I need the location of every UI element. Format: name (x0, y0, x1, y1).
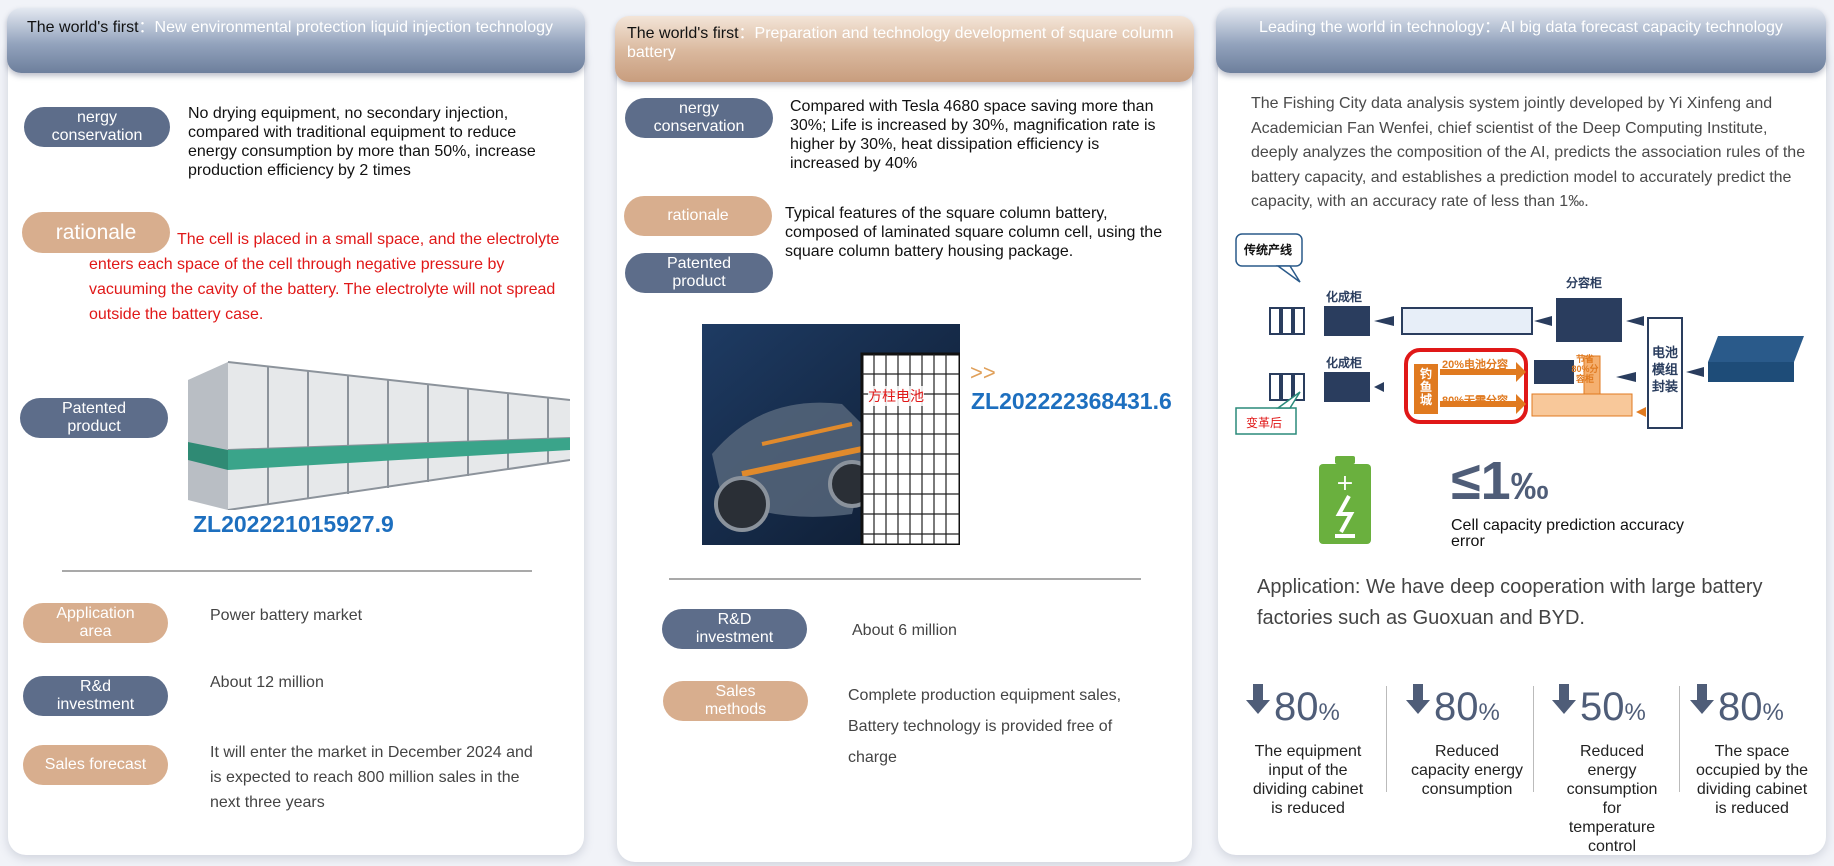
image-caption: 方柱电池 (868, 386, 924, 406)
stat-value: 80% (1690, 684, 1784, 730)
rd-text: About 6 million (852, 622, 957, 639)
stat-label: Reduced energy consumption for temperatu… (1566, 743, 1658, 855)
stat-number: 80 (1434, 685, 1479, 729)
patent-number: ZL202222368431.6 (971, 388, 1172, 414)
sales-methods-text: Complete production equipment sales, Bat… (848, 687, 1122, 766)
sales-forecast-pill: Sales forecast (23, 745, 168, 785)
divider (62, 570, 532, 572)
panel-ai-capacity-forecast (1218, 40, 1826, 855)
stat-divider (1679, 686, 1680, 792)
energy-text: Compared with Tesla 4680 space saving mo… (790, 98, 1156, 172)
application-text: Power battery market (210, 607, 363, 624)
stat-value: 80% (1246, 684, 1340, 730)
label-80pct: 80%无需分容 (1442, 395, 1509, 407)
stat-divider (1533, 686, 1534, 792)
application-pill: Application area (23, 603, 168, 643)
stat-unit: % (1478, 699, 1500, 726)
accuracy-label: Cell capacity prediction accuracy error (1451, 517, 1684, 550)
panel1-header: The world's first：New environmental prot… (7, 8, 585, 73)
stat-unit: % (1624, 699, 1646, 726)
panel2-header-lead: The world's first (627, 25, 739, 42)
panel2-header: The world's first：Preparation and techno… (615, 16, 1194, 82)
rd-text: About 12 million (210, 674, 324, 691)
stat-2: 80% Reduced capacity energy consumption (1400, 684, 1534, 844)
intro-text: The Fishing City data analysis system jo… (1251, 95, 1806, 210)
down-arrow-icon (1246, 684, 1270, 719)
energy-pill: nergy conservation (24, 107, 170, 147)
patented-pill: Patented product (20, 398, 168, 438)
panel3-header: Leading the world in technology：AI big d… (1216, 8, 1826, 73)
stat-label: The space occupied by the dividing cabin… (1695, 743, 1809, 817)
down-arrow-icon (1552, 684, 1576, 719)
square-column-battery-car-image: 方柱电池 (702, 324, 960, 545)
label-saving: 节省80%分容柜 (1571, 354, 1599, 384)
patent-number: ZL202221015927.9 (193, 511, 394, 537)
label-after-change: 变革后 (1246, 416, 1283, 430)
stat-divider (1386, 686, 1387, 792)
process-diagram: 传统产线 化成柜 分容柜 化成柜 钓鱼城 20%电池分容 80%无需分容 节省8… (1234, 232, 1804, 444)
stat-value: 50% (1552, 684, 1646, 730)
application-text: Application: We have deep cooperation wi… (1257, 576, 1763, 629)
rationale-text: Typical features of the square column ba… (785, 205, 1163, 260)
label-formation-cabinet-2: 化成柜 (1326, 356, 1363, 370)
accuracy-number: ≤1 (1451, 451, 1511, 511)
stat-unit: % (1318, 699, 1340, 726)
stat-unit: % (1762, 699, 1784, 726)
stat-4: 80% The space occupied by the dividing c… (1690, 684, 1824, 844)
panel2-header-title: ：Preparation and technology development … (627, 25, 1174, 61)
panel1-header-lead: The world's first (27, 19, 139, 36)
energy-text: No drying equipment, no secondary inject… (188, 105, 536, 179)
accuracy-unit: ‰ (1510, 466, 1549, 508)
battery-charging-icon: + (1319, 456, 1371, 544)
panel1-header-title: ：New environmental protection liquid inj… (138, 19, 553, 36)
stat-label: The equipment input of the dividing cabi… (1252, 743, 1364, 817)
rationale-pill: rationale (22, 212, 170, 253)
arrow-mark: >> (970, 360, 996, 385)
sales-forecast-text: It will enter the market in December 202… (210, 744, 533, 811)
divider (669, 578, 1141, 580)
accuracy-value: ≤1‰ (1451, 450, 1549, 512)
label-formation-cabinet: 化成柜 (1326, 290, 1363, 304)
patented-pill: Patented product (625, 253, 773, 293)
label-module-packaging: 电池模组封装 (1651, 345, 1678, 394)
svg-text:+: + (1336, 471, 1354, 496)
sales-methods-pill: Sales methods (663, 681, 808, 721)
stat-1: 80% The equipment input of the dividing … (1242, 684, 1376, 844)
label-fishing-city: 钓鱼城 (1419, 367, 1432, 407)
rationale-pill: rationale (624, 196, 772, 236)
stat-number: 80 (1718, 685, 1763, 729)
stat-label: Reduced capacity energy consumption (1410, 743, 1524, 798)
label-traditional-line: 传统产线 (1244, 243, 1293, 257)
stat-3: 50% Reduced energy consumption for tempe… (1546, 684, 1680, 855)
energy-pill: nergy conservation (625, 98, 773, 138)
panel3-header-title: Leading the world in technology：AI big d… (1259, 19, 1783, 36)
stat-number: 50 (1580, 685, 1625, 729)
down-arrow-icon (1690, 684, 1714, 719)
label-capacity-cabinet: 分容柜 (1566, 276, 1603, 290)
label-20pct: 20%电池分容 (1442, 359, 1509, 371)
stat-number: 80 (1274, 685, 1319, 729)
rationale-text: The cell is placed in a small space, and… (89, 231, 560, 323)
rd-pill: R&D investment (662, 609, 807, 649)
rd-pill: R&d investment (23, 676, 168, 716)
liquid-injection-machine-image (188, 360, 571, 511)
down-arrow-icon (1406, 684, 1430, 719)
stat-value: 80% (1406, 684, 1500, 730)
